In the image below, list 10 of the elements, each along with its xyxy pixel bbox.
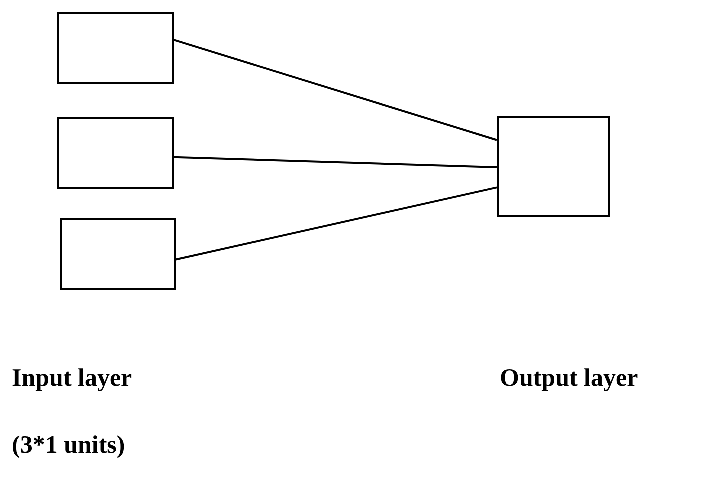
layer-unit-box xyxy=(497,116,610,217)
layer-unit-box xyxy=(57,12,174,84)
connector-line xyxy=(174,39,498,142)
layer-unit-box xyxy=(60,218,176,290)
layer-label: Output layer xyxy=(500,364,638,394)
layer-unit-box xyxy=(57,117,174,189)
connector-line xyxy=(176,186,498,261)
connector-line xyxy=(174,156,498,168)
layer-label: (3*1 units) xyxy=(12,431,126,461)
layer-label: Input layer xyxy=(12,364,132,394)
